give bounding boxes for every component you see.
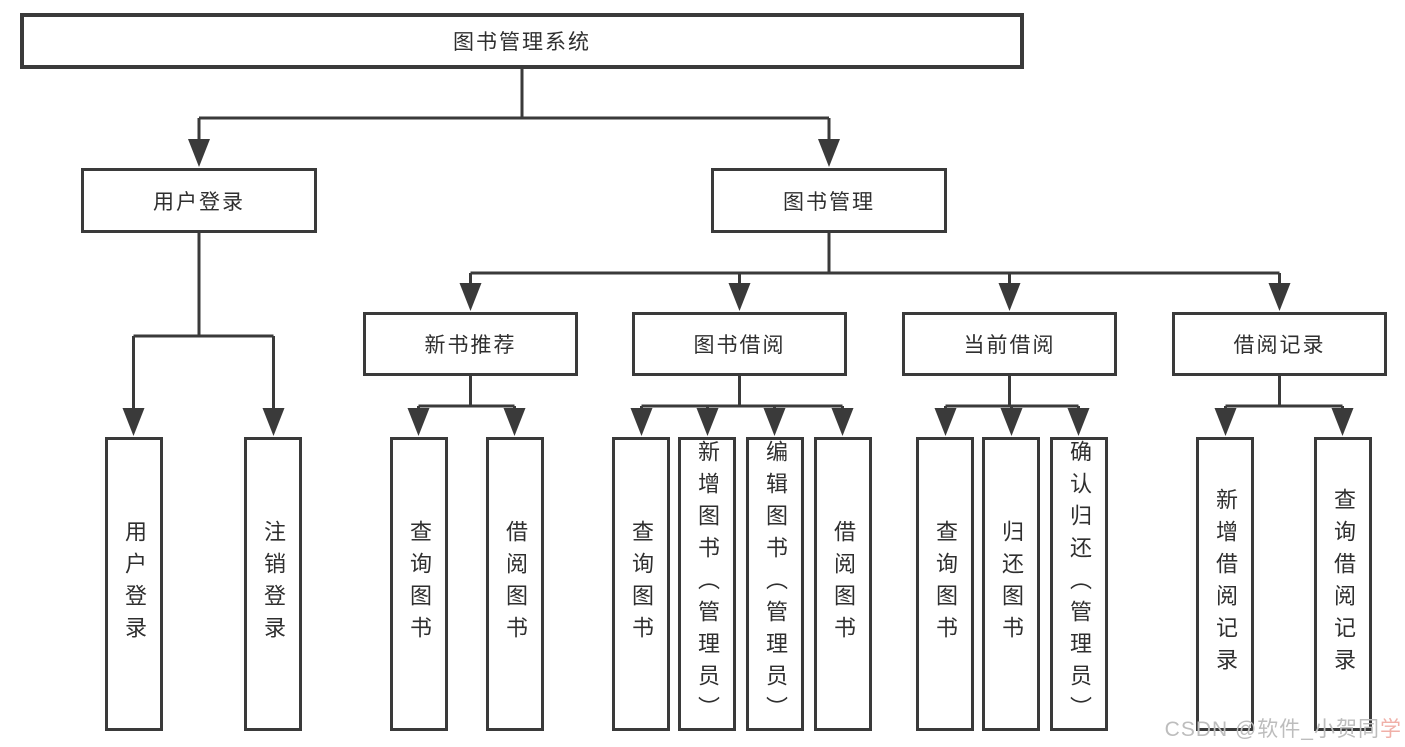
node-label: 查询图书 bbox=[407, 520, 432, 648]
node-label: 用户登录 bbox=[153, 190, 245, 214]
node-label: 确认归还（管理员） bbox=[1067, 440, 1092, 728]
leaf-borrow-books-recommend: 借阅图书 bbox=[486, 437, 544, 731]
node-label: 新书推荐 bbox=[424, 334, 517, 357]
leaf-confirm-return-admin: 确认归还（管理员） bbox=[1050, 437, 1108, 731]
node-label: 新增图书（管理员） bbox=[695, 440, 720, 728]
leaf-add-book-admin: 新增图书（管理员） bbox=[678, 437, 736, 731]
leaf-user-login: 用户登录 bbox=[105, 437, 163, 731]
leaf-logout: 注销登录 bbox=[244, 437, 302, 731]
node-user-login: 用户登录 bbox=[81, 168, 317, 233]
node-label: 查询图书 bbox=[629, 520, 654, 648]
node-current-borrowing: 当前借阅 bbox=[902, 312, 1117, 376]
node-borrowing-records: 借阅记录 bbox=[1172, 312, 1387, 376]
node-label: 借阅记录 bbox=[1233, 334, 1326, 357]
node-label: 当前借阅 bbox=[963, 334, 1056, 357]
leaf-query-books-recommend: 查询图书 bbox=[390, 437, 448, 731]
node-label: 注销登录 bbox=[261, 520, 286, 648]
watermark-accent-text: 学 bbox=[1380, 718, 1402, 741]
elbow-connectors bbox=[132, 69, 1344, 412]
node-label: 查询图书 bbox=[933, 520, 958, 648]
leaf-borrow-books-borrowing: 借阅图书 bbox=[814, 437, 872, 731]
leaf-query-books-borrowing: 查询图书 bbox=[612, 437, 670, 731]
leaf-add-borrow-record: 新增借阅记录 bbox=[1196, 437, 1254, 731]
leaf-query-books-current: 查询图书 bbox=[916, 437, 974, 731]
leaf-return-book: 归还图书 bbox=[982, 437, 1040, 731]
leaf-query-borrow-record: 查询借阅记录 bbox=[1314, 437, 1372, 731]
node-label: 借阅图书 bbox=[831, 520, 856, 648]
node-label: 归还图书 bbox=[999, 520, 1024, 648]
node-label: 新增借阅记录 bbox=[1213, 488, 1238, 680]
node-label: 图书管理系统 bbox=[453, 31, 591, 54]
leaf-edit-book-admin: 编辑图书（管理员） bbox=[746, 437, 804, 731]
node-label: 编辑图书（管理员） bbox=[763, 440, 788, 728]
node-label: 用户登录 bbox=[122, 520, 147, 648]
node-root-library-management-system: 图书管理系统 bbox=[20, 13, 1024, 69]
node-book-borrowing: 图书借阅 bbox=[632, 312, 847, 376]
watermark-text: CSDN @软件_小贺同 bbox=[1164, 718, 1380, 741]
node-label: 图书管理 bbox=[783, 190, 875, 214]
node-new-book-recommend: 新书推荐 bbox=[363, 312, 578, 376]
node-label: 图书借阅 bbox=[693, 334, 786, 357]
node-label: 查询借阅记录 bbox=[1331, 488, 1356, 680]
node-book-management: 图书管理 bbox=[711, 168, 947, 233]
node-label: 借阅图书 bbox=[503, 520, 528, 648]
csdn-watermark: CSDN @软件_小贺同学 bbox=[1165, 713, 1402, 743]
